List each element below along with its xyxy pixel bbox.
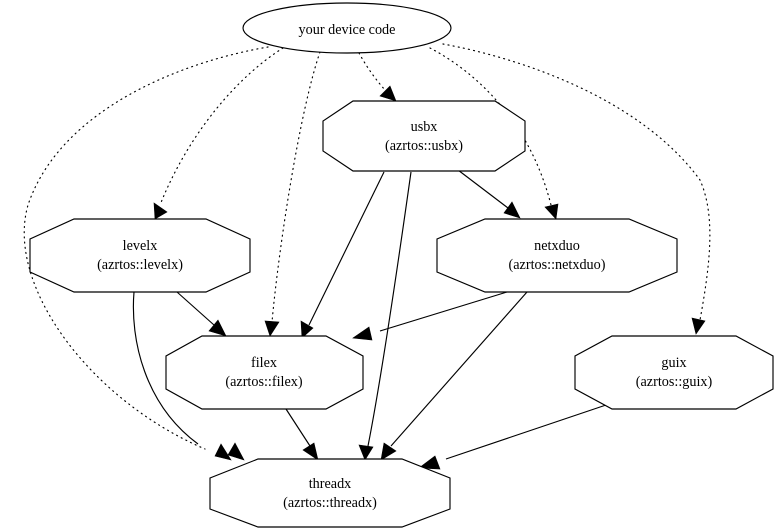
node-label-line1: guix [661,355,686,371]
arrowhead-icon [691,317,706,335]
edge-path [442,43,711,321]
edge-path [271,51,321,323]
node-levelx[interactable]: levelx (azrtos::levelx) [29,218,251,293]
node-label-line2: (azrtos::usbx) [385,138,463,154]
node-shape-octagon[interactable] [436,218,678,293]
node-guix[interactable]: guix (azrtos::guix) [574,335,774,410]
edge-path [358,52,386,91]
edge-device-to-guix [442,43,711,335]
node-label-line2: (azrtos::netxduo) [509,257,606,273]
node-label-line2: (azrtos::filex) [225,374,302,390]
node-shape-ellipse[interactable] [242,2,452,54]
edge-path [379,291,508,332]
node-shape-octagon[interactable] [574,335,774,410]
edge-path [176,291,215,326]
edge-usbx-to-netxduo [457,169,521,219]
node-label-line1: threadx [309,476,352,492]
edge-device-to-usbx [358,52,397,102]
edge-path [390,291,528,447]
node-netxduo[interactable]: netxduo (azrtos::netxduo) [436,218,678,293]
node-filex[interactable]: filex (azrtos::filex) [165,335,364,410]
node-label-line1: netxduo [534,238,580,254]
arrowhead-icon [302,442,319,461]
edge-levelx-to-threadx [132,291,245,461]
node-threadx[interactable]: threadx (azrtos::threadx) [209,458,451,528]
node-usbx[interactable]: usbx (azrtos::usbx) [322,100,526,172]
arrowhead-icon [352,326,373,341]
arrowhead-icon [544,203,559,220]
node-label-line1: your device code [299,22,396,38]
node-shape-octagon[interactable] [165,335,364,410]
arrowhead-icon [227,442,245,461]
arrowhead-icon [418,455,441,470]
arrowhead-icon [358,444,374,461]
node-label-line2: (azrtos::threadx) [283,495,377,511]
node-label-line1: levelx [123,238,158,254]
arrowhead-icon [153,202,168,220]
node-label-line1: usbx [411,119,438,135]
edge-guix-to-threadx [418,403,610,470]
edge-usbx-to-threadx [358,171,412,461]
arrowhead-icon [380,442,397,461]
edge-path [308,171,385,326]
arrowhead-icon [300,320,314,339]
edge-layer [23,43,711,470]
edge-device-to-netxduo [429,47,559,220]
edge-filex-to-threadx [285,408,319,461]
arrowhead-icon [264,320,280,337]
edge-device-to-levelx [153,47,284,220]
arrowhead-icon [214,443,232,461]
edge-path [445,403,610,460]
edge-netxduo-to-filex [352,291,508,341]
node-shape-octagon[interactable] [322,100,526,172]
node-device-code[interactable]: your device code [242,2,452,54]
node-label-line2: (azrtos::guix) [636,374,713,390]
arrowhead-icon [503,201,521,219]
arrowhead-icon [208,319,227,337]
edge-device-to-filex [264,51,321,337]
edge-path [457,169,509,209]
edge-netxduo-to-threadx [380,291,528,461]
edge-device-to-threadx [23,46,269,461]
arrowhead-icon [379,85,397,102]
node-label-line2: (azrtos::levelx) [97,257,183,273]
node-shape-octagon[interactable] [29,218,251,293]
node-shape-octagon[interactable] [209,458,451,528]
edge-path [159,47,284,206]
edge-usbx-to-filex [300,171,385,339]
edge-path [23,46,269,450]
edge-path [285,408,311,447]
edge-path [132,291,199,445]
node-layer: your device code usbx (azrtos::usbx) lev… [29,2,774,528]
edge-path [367,171,412,447]
edge-levelx-to-filex [176,291,227,337]
node-label-line1: filex [251,355,277,371]
